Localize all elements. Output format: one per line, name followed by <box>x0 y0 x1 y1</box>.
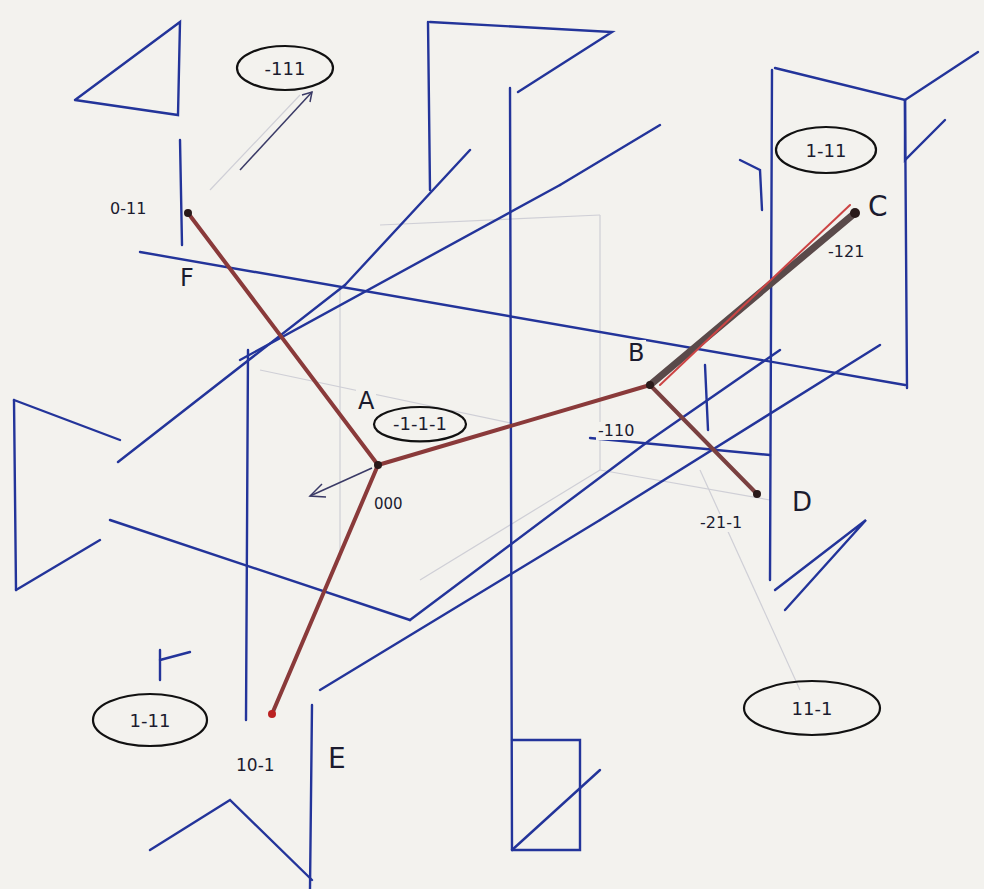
point-coordinate: -21-1 <box>698 514 744 532</box>
point-letter: F <box>178 265 196 291</box>
circled-index: 1-11 <box>91 692 209 748</box>
miller-index: 11-1 <box>792 698 833 719</box>
circled-index: -1-1-1 <box>372 405 468 443</box>
miller-index: 1-11 <box>806 140 847 161</box>
miller-index: 1-11 <box>130 710 171 731</box>
miller-index: -1-1-1 <box>393 413 447 434</box>
faint-cube-lines <box>210 95 800 690</box>
point-coordinate: 10-1 <box>234 756 277 775</box>
circled-index: 1-11 <box>774 125 878 175</box>
point-letter: D <box>790 488 814 517</box>
point-letter: C <box>866 192 890 223</box>
oval-line <box>93 694 207 746</box>
circled-index: -111 <box>235 44 335 92</box>
oval-line <box>776 127 876 173</box>
miller-index: -111 <box>265 58 306 79</box>
point-coordinate: 0-11 <box>108 200 148 218</box>
oval-line <box>744 681 880 735</box>
point-letter: E <box>326 744 348 775</box>
red-bond-lines <box>188 205 855 714</box>
point-letter: A <box>356 388 376 414</box>
point-coordinate: -121 <box>826 243 866 261</box>
oval-line <box>374 407 466 441</box>
point-letter: B <box>626 340 646 366</box>
blue-lattice-lines <box>14 22 978 889</box>
point-coordinate: -110 <box>596 422 636 440</box>
circled-index: 11-1 <box>742 679 882 737</box>
point-coordinate: 000 <box>372 496 405 513</box>
direction-arrows <box>240 92 372 497</box>
lattice-points <box>184 208 860 718</box>
oval-line <box>237 46 333 90</box>
